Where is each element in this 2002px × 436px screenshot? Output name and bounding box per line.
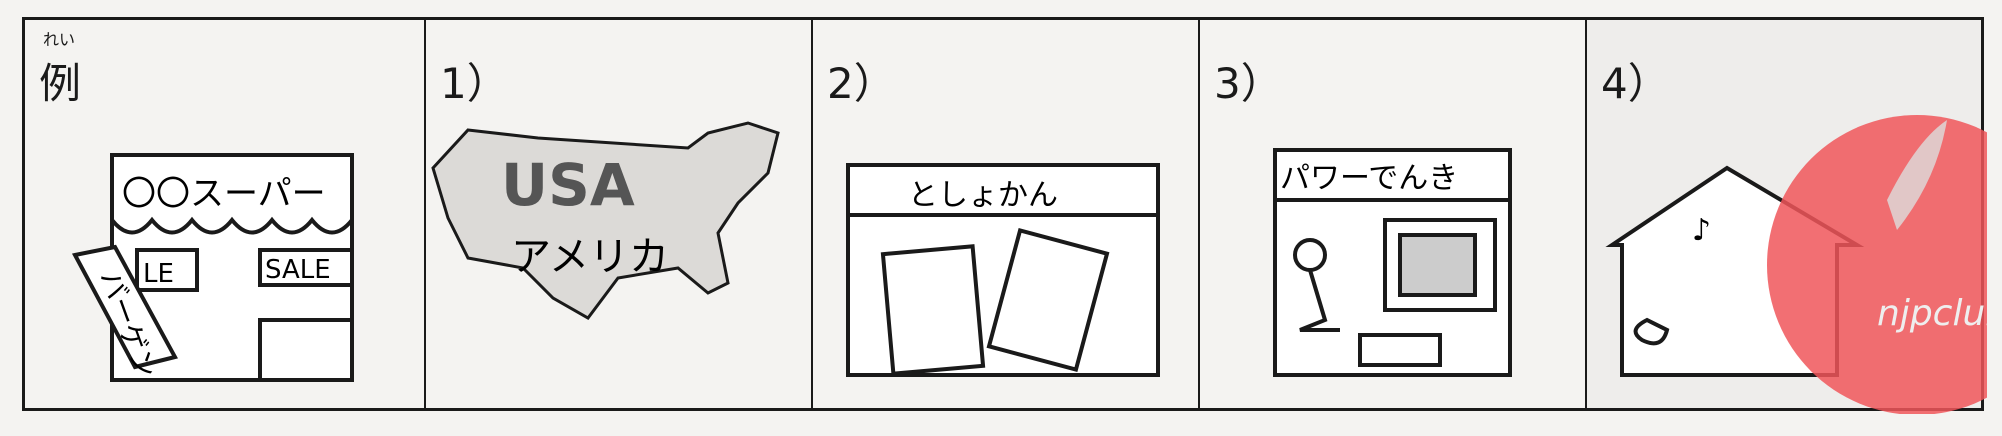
map-subtitle: アメリカ	[511, 234, 669, 280]
panel-2: 2） としょかん	[813, 20, 1200, 408]
panel-label: 2）	[827, 59, 896, 108]
panel-example: れい 例 〇〇スーパー LE SALE バーゲン	[25, 20, 426, 408]
watermark-text: njpclub	[1877, 293, 1987, 334]
library-illustration: としょかん	[846, 163, 1160, 377]
panel-1: 1） USA アメリカ	[426, 20, 813, 408]
usa-map-illustration: USA アメリカ	[431, 121, 780, 320]
map-title: USA	[501, 151, 635, 219]
panel-label: 1）	[440, 59, 509, 108]
supermarket-illustration: 〇〇スーパー LE SALE バーゲン	[71, 153, 354, 383]
supermarket-sign: 〇〇スーパー	[122, 174, 326, 214]
panel-3: 3） パワーでんき	[1200, 20, 1587, 408]
panel-label: 例	[39, 59, 82, 108]
panel-label: 4）	[1601, 59, 1670, 108]
sale-sign-right: SALE	[265, 255, 331, 285]
house-music-illustration: ♪ njpclub	[1605, 115, 1987, 414]
picture-grid: れい 例 〇〇スーパー LE SALE バーゲン 1） USA アメリカ 2）	[22, 17, 1987, 414]
watermark-logo	[1767, 115, 1987, 414]
library-sign: としょかん	[908, 178, 1058, 213]
music-note-icon: ♪	[1692, 213, 1711, 248]
sale-sign-left: LE	[143, 259, 174, 289]
electronics-store-illustration: パワーでんき	[1273, 148, 1512, 377]
panel-label: 3）	[1214, 59, 1283, 108]
ruby-rei: れい	[43, 30, 76, 49]
store-sign: パワーでんき	[1280, 161, 1458, 196]
panel-4: 4） ♪ njpclub	[1587, 20, 1987, 414]
